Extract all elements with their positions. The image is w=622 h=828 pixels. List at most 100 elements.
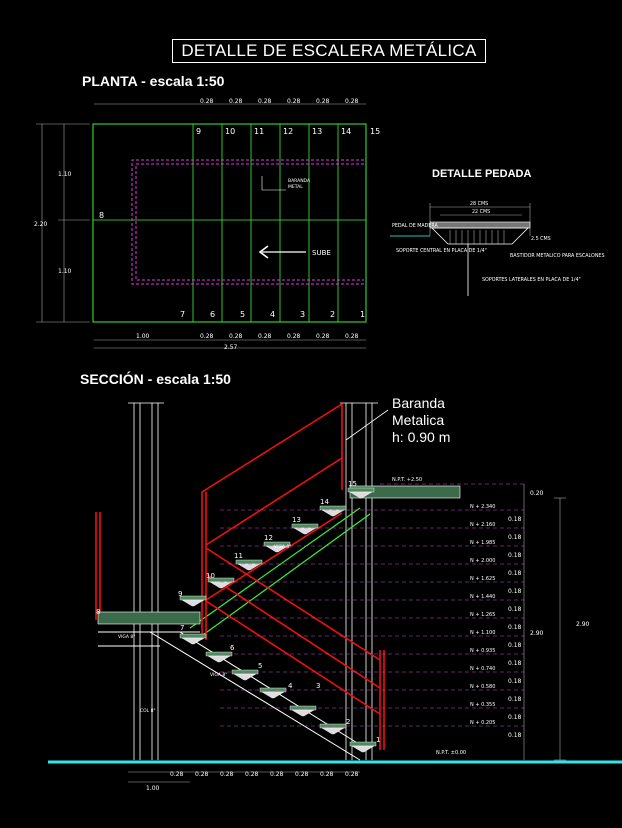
plan-bottom-dim: 0.28 — [229, 333, 243, 340]
plan-landing-number: 8 — [99, 211, 104, 220]
level-label: N + 1.100 — [470, 630, 495, 636]
plan-bottom-dim: 0.28 — [200, 333, 214, 340]
drawing-title: DETALLE DE ESCALERA METÁLICA — [172, 39, 486, 63]
level-label: N + 1.985 — [470, 540, 495, 546]
level-label: N + 0.935 — [470, 648, 495, 654]
level-top: N.P.T. +2.50 — [392, 477, 422, 483]
plan-tread-number: 7 — [180, 310, 185, 319]
section-bottom-dim: 0.28 — [345, 771, 359, 778]
detail-note: SOPORTES LATERALES EN PLACA DE 1/4" — [482, 277, 581, 283]
riser-dim: 0.18 — [508, 570, 522, 577]
plan-view — [36, 103, 367, 349]
section-step-number: 5 — [258, 662, 262, 670]
section-step-number: 2 — [346, 718, 350, 726]
plan-bottom-dim: 0.28 — [258, 333, 272, 340]
tread-upper — [235, 559, 263, 571]
detail-note: PEDAL DE MADERA — [392, 223, 439, 229]
level-bottom: N.P.T. ±0.00 — [436, 750, 466, 756]
plan-tread-number: 2 — [330, 310, 335, 319]
plan-tread-number: 3 — [300, 310, 305, 319]
section-bottom-dim: 0.28 — [195, 771, 209, 778]
plan-note: BARANDA — [288, 178, 311, 184]
section-step-number: 15 — [348, 480, 357, 488]
tread-lower — [289, 705, 317, 717]
tread-detail — [390, 203, 531, 296]
plan-total-width: 2.57 — [224, 344, 238, 351]
tread-lower — [205, 651, 233, 663]
level-label: N + 0.580 — [470, 684, 495, 690]
section-step-number: 8 — [96, 608, 100, 616]
plan-tread-number: 13 — [312, 127, 322, 136]
plan-tread-number: 9 — [196, 127, 201, 136]
section-step-number: 1 — [376, 736, 380, 744]
riser-dim: 0.18 — [508, 732, 522, 739]
sube-arrow-head — [258, 245, 269, 259]
section-bottom-dim: 0.28 — [220, 771, 234, 778]
railing-label-line1: Baranda — [392, 395, 445, 411]
section-bottom-dim: 0.28 — [245, 771, 259, 778]
level-label: N + 0.205 — [470, 720, 495, 726]
plan-tread-number: 10 — [225, 127, 235, 136]
section-view — [48, 402, 622, 783]
plan-top-dim: 0.28 — [200, 98, 214, 105]
riser-dim: 0.18 — [508, 516, 522, 523]
tread-lower — [349, 741, 377, 753]
railing-label-line3: h: 0.90 m — [392, 429, 451, 445]
plan-bottom-dim: 1.00 — [136, 333, 150, 340]
riser-dim: 0.18 — [508, 678, 522, 685]
tread-upper — [207, 577, 235, 589]
plan-note: METAL — [288, 184, 303, 190]
detail-dim: 28 CMS — [470, 201, 488, 207]
plan-tread-number: 4 — [270, 310, 275, 319]
tread-upper — [179, 595, 207, 607]
riser-dim: 0.18 — [508, 714, 522, 721]
level-label: N + 2.160 — [470, 522, 495, 528]
level-label: N + 2.000 — [470, 558, 495, 564]
tread-upper — [347, 487, 375, 499]
section-total-height: 2.90 — [530, 630, 544, 637]
plan-tread-number: 14 — [341, 127, 351, 136]
riser-dim: 0.18 — [508, 696, 522, 703]
section-step-number: 9 — [178, 590, 182, 598]
beam-label: VIGA 8" — [274, 544, 291, 550]
plan-heading: PLANTA - escala 1:50 — [82, 73, 225, 89]
level-label: N + 1.440 — [470, 594, 495, 600]
plan-total-height: 2.20 — [34, 221, 48, 228]
section-bottom-dim: 0.28 — [320, 771, 334, 778]
section-step-number: 10 — [206, 572, 215, 580]
section-step-number: 11 — [234, 552, 243, 560]
level-label: N + 0.355 — [470, 702, 495, 708]
landing-slab — [97, 611, 201, 625]
plan-tread-number: 12 — [283, 127, 293, 136]
plan-left-dim: 1.10 — [58, 268, 72, 275]
beam-label: VIGA 8" — [118, 634, 135, 640]
section-step-number: 14 — [320, 498, 329, 506]
tread-upper — [291, 523, 319, 535]
plan-tread-number: 5 — [240, 310, 245, 319]
plan-top-dim: 0.28 — [258, 98, 272, 105]
beam-label: VIGA 8" — [210, 672, 227, 678]
plan-top-dim: 0.28 — [229, 98, 243, 105]
level-label: N + 2.340 — [470, 504, 495, 510]
plan-bottom-dim: 0.28 — [345, 333, 359, 340]
plan-bottom-dim: 0.28 — [316, 333, 330, 340]
plan-arrow-label: SUBE — [312, 249, 331, 257]
section-bottom-dim: 0.28 — [170, 771, 184, 778]
riser-dim: 0.18 — [508, 624, 522, 631]
railing-label-line2: Metalica — [392, 412, 445, 428]
level-label: N + 1.625 — [470, 576, 495, 582]
section-bottom-dim: 0.28 — [270, 771, 284, 778]
riser-dim: 0.18 — [508, 552, 522, 559]
section-step-number: 7 — [180, 624, 184, 632]
section-total-height: 2.90 — [576, 621, 590, 628]
tread-lower — [179, 633, 207, 645]
detail-heading: DETALLE PEDADA — [432, 168, 532, 180]
detail-dim: 22 CMS — [472, 209, 490, 215]
beam-label: COL 8" — [140, 708, 156, 714]
section-heading: SECCIÓN - escala 1:50 — [80, 371, 231, 387]
riser-dim: 0.18 — [508, 588, 522, 595]
plan-left-dim: 1.10 — [58, 171, 72, 178]
section-base-dim: 1.00 — [146, 785, 160, 792]
